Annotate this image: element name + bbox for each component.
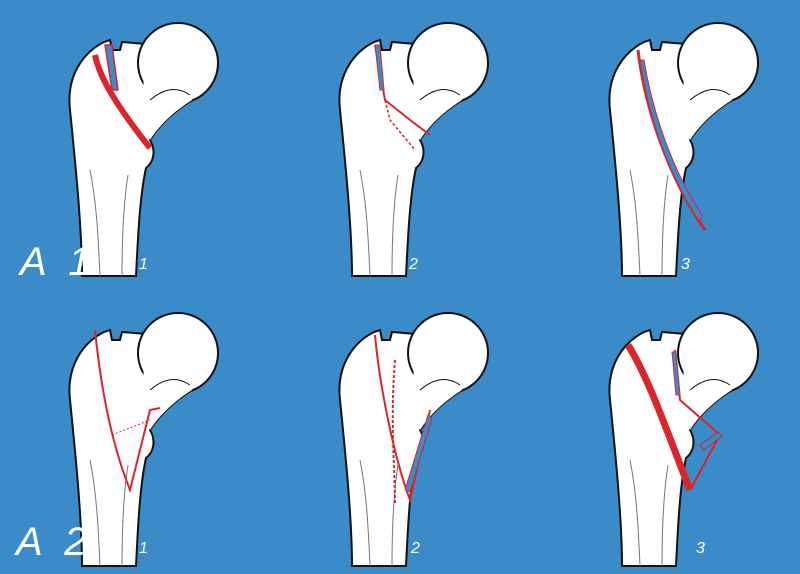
panel-number: 1 [139,540,148,557]
fragment [374,44,385,91]
fracture-line [92,54,153,150]
panel-a2-1 [68,312,219,567]
panel-number: 2 [409,256,418,273]
fragment [104,44,119,91]
panel-number: 3 [696,540,705,557]
fracture-line [374,334,431,504]
panel-a2-2 [338,312,489,567]
panel-a2-3 [608,312,759,567]
panel-a1-2 [338,22,489,277]
row-label-a1: A 1 [20,240,97,284]
fragment [404,414,433,493]
fracture-line-dashed [111,419,151,436]
fragment [639,59,703,224]
panel-a1-3 [608,22,759,277]
panel-number: 1 [139,256,148,273]
panel-number: 2 [411,540,420,557]
fracture-line-dashed [391,359,396,506]
panel-a1-1 [68,22,219,277]
fracture-line [625,343,694,492]
fracture-line [94,329,161,494]
fragment [671,351,723,451]
row-label-a2: A 2 [16,520,93,564]
panel-number: 3 [681,256,690,273]
fracture-line-dashed [384,99,416,151]
